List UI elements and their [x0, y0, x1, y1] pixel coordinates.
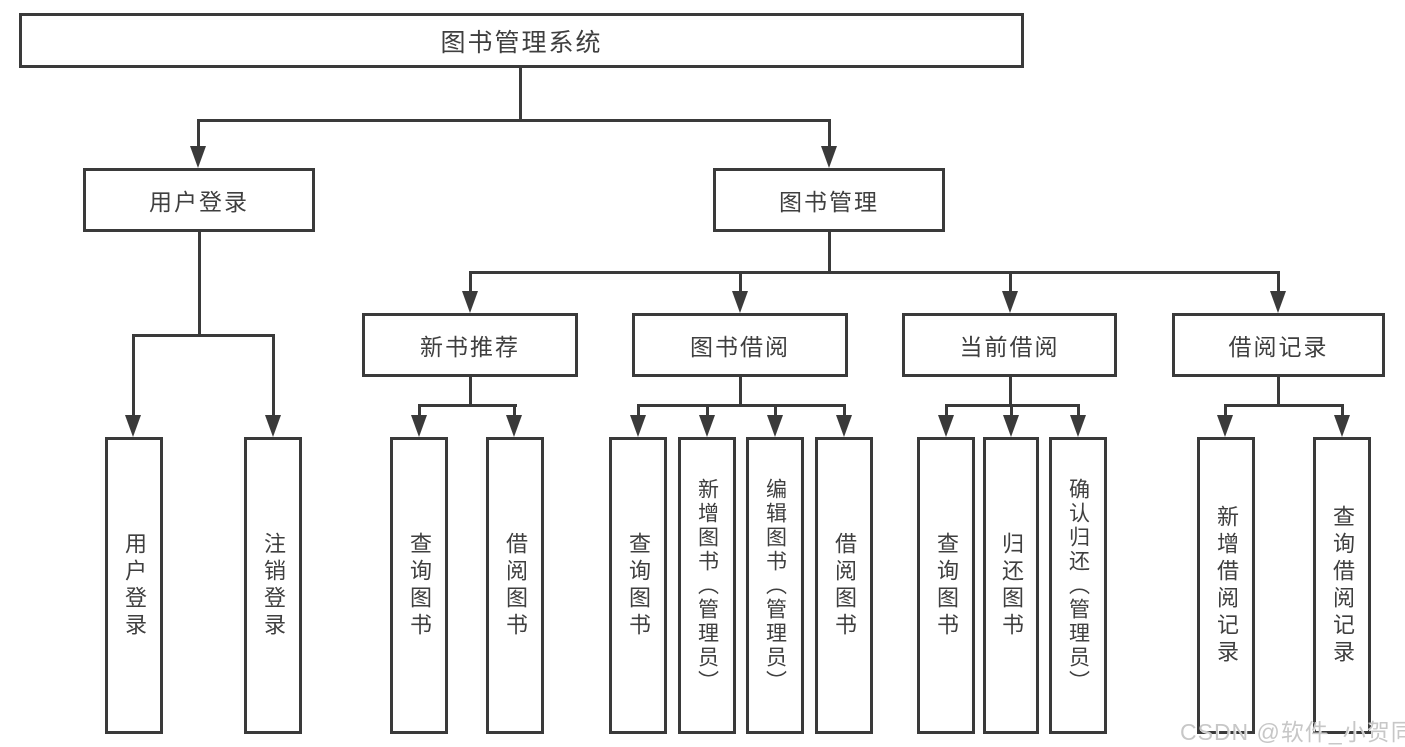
arrow-down-icon [1270, 291, 1286, 313]
leaf-borrow-books-recommend-label: 借阅图书 [503, 531, 528, 640]
connector-line [774, 404, 777, 417]
connector-line [519, 66, 522, 121]
leaf-edit-books-admin: 编辑图书（管理员） [746, 437, 804, 734]
arrow-down-icon [821, 146, 837, 168]
node-book-management-label: 图书管理 [779, 189, 879, 215]
connector-line [1009, 271, 1012, 293]
node-user-login: 用户登录 [83, 168, 315, 232]
leaf-user-login-label: 用户登录 [122, 531, 147, 640]
connector-line [706, 404, 709, 417]
connector-line [945, 404, 948, 417]
leaf-query-books-recommend-label: 查询图书 [407, 531, 432, 640]
arrow-down-icon [1070, 415, 1086, 437]
leaf-add-borrow-record-label: 新增借阅记录 [1214, 504, 1239, 667]
arrow-down-icon [630, 415, 646, 437]
leaf-edit-books-admin-label: 编辑图书（管理员） [763, 477, 787, 694]
connector-line [1224, 404, 1344, 407]
node-book-borrow: 图书借阅 [632, 313, 848, 377]
leaf-query-borrow-record-label: 查询借阅记录 [1330, 504, 1355, 667]
connector-line [1009, 375, 1012, 406]
arrow-down-icon [1334, 415, 1350, 437]
leaf-borrow-books-recommend: 借阅图书 [486, 437, 544, 734]
leaf-borrow-books: 借阅图书 [815, 437, 873, 734]
arrow-down-icon [125, 415, 141, 437]
leaf-add-borrow-record: 新增借阅记录 [1197, 437, 1255, 734]
leaf-logout: 注销登录 [244, 437, 302, 734]
connector-line [469, 271, 1280, 274]
leaf-query-books-current: 查询图书 [917, 437, 975, 734]
connector-line [1077, 404, 1080, 417]
node-current-borrow-label: 当前借阅 [959, 334, 1060, 360]
connector-line [637, 404, 640, 417]
node-new-book-recommend-label: 新书推荐 [420, 334, 520, 360]
node-user-login-label: 用户登录 [149, 189, 249, 215]
connector-line [132, 334, 275, 337]
arrow-down-icon [1217, 415, 1233, 437]
leaf-borrow-books-label: 借阅图书 [832, 531, 857, 640]
leaf-query-books-borrow: 查询图书 [609, 437, 667, 734]
arrow-down-icon [462, 291, 478, 313]
arrow-down-icon [767, 415, 783, 437]
leaf-user-login: 用户登录 [105, 437, 163, 734]
connector-line [418, 404, 517, 407]
node-book-management: 图书管理 [713, 168, 945, 232]
connector-line [739, 375, 742, 406]
connector-line [469, 271, 472, 293]
leaf-query-books-recommend: 查询图书 [390, 437, 448, 734]
leaf-query-borrow-record: 查询借阅记录 [1313, 437, 1371, 734]
connector-line [198, 230, 201, 336]
connector-line [469, 375, 472, 406]
leaf-add-books-admin: 新增图书（管理员） [678, 437, 736, 734]
connector-line [272, 334, 275, 417]
node-borrow-records-label: 借阅记录 [1228, 334, 1329, 360]
connector-line [513, 404, 516, 417]
leaf-add-books-admin-label: 新增图书（管理员） [695, 477, 719, 694]
arrow-down-icon [1003, 415, 1019, 437]
arrow-down-icon [732, 291, 748, 313]
arrow-down-icon [836, 415, 852, 437]
connector-line [828, 230, 831, 273]
connector-line [1010, 404, 1013, 417]
leaf-query-books-current-label: 查询图书 [934, 531, 959, 640]
arrow-down-icon [265, 415, 281, 437]
node-borrow-records: 借阅记录 [1172, 313, 1385, 377]
watermark: CSDN @软件_小贺同学 [1180, 719, 1405, 745]
leaf-query-books-borrow-label: 查询图书 [626, 531, 651, 640]
connector-line [1277, 271, 1280, 293]
connector-line [132, 334, 135, 417]
connector-line [197, 119, 831, 122]
connector-line [637, 404, 846, 407]
arrow-down-icon [938, 415, 954, 437]
leaf-confirm-return-admin: 确认归还（管理员） [1049, 437, 1107, 734]
leaf-confirm-return-admin-label: 确认归还（管理员） [1066, 477, 1090, 694]
arrow-down-icon [411, 415, 427, 437]
connector-line [1341, 404, 1344, 417]
node-new-book-recommend: 新书推荐 [362, 313, 578, 377]
arrow-down-icon [506, 415, 522, 437]
arrow-down-icon [699, 415, 715, 437]
connector-line [739, 271, 742, 293]
node-root-label: 图书管理系统 [440, 28, 603, 57]
connector-line [197, 119, 200, 149]
node-current-borrow: 当前借阅 [902, 313, 1117, 377]
node-book-borrow-label: 图书借阅 [690, 334, 790, 360]
connector-line [843, 404, 846, 417]
leaf-return-books: 归还图书 [983, 437, 1039, 734]
arrow-down-icon [190, 146, 206, 168]
connector-line [828, 119, 831, 149]
leaf-logout-label: 注销登录 [261, 531, 286, 640]
connector-line [1224, 404, 1227, 417]
node-root: 图书管理系统 [19, 13, 1024, 68]
leaf-return-books-label: 归还图书 [999, 531, 1024, 640]
connector-line [418, 404, 421, 417]
arrow-down-icon [1002, 291, 1018, 313]
connector-line [1277, 375, 1280, 406]
